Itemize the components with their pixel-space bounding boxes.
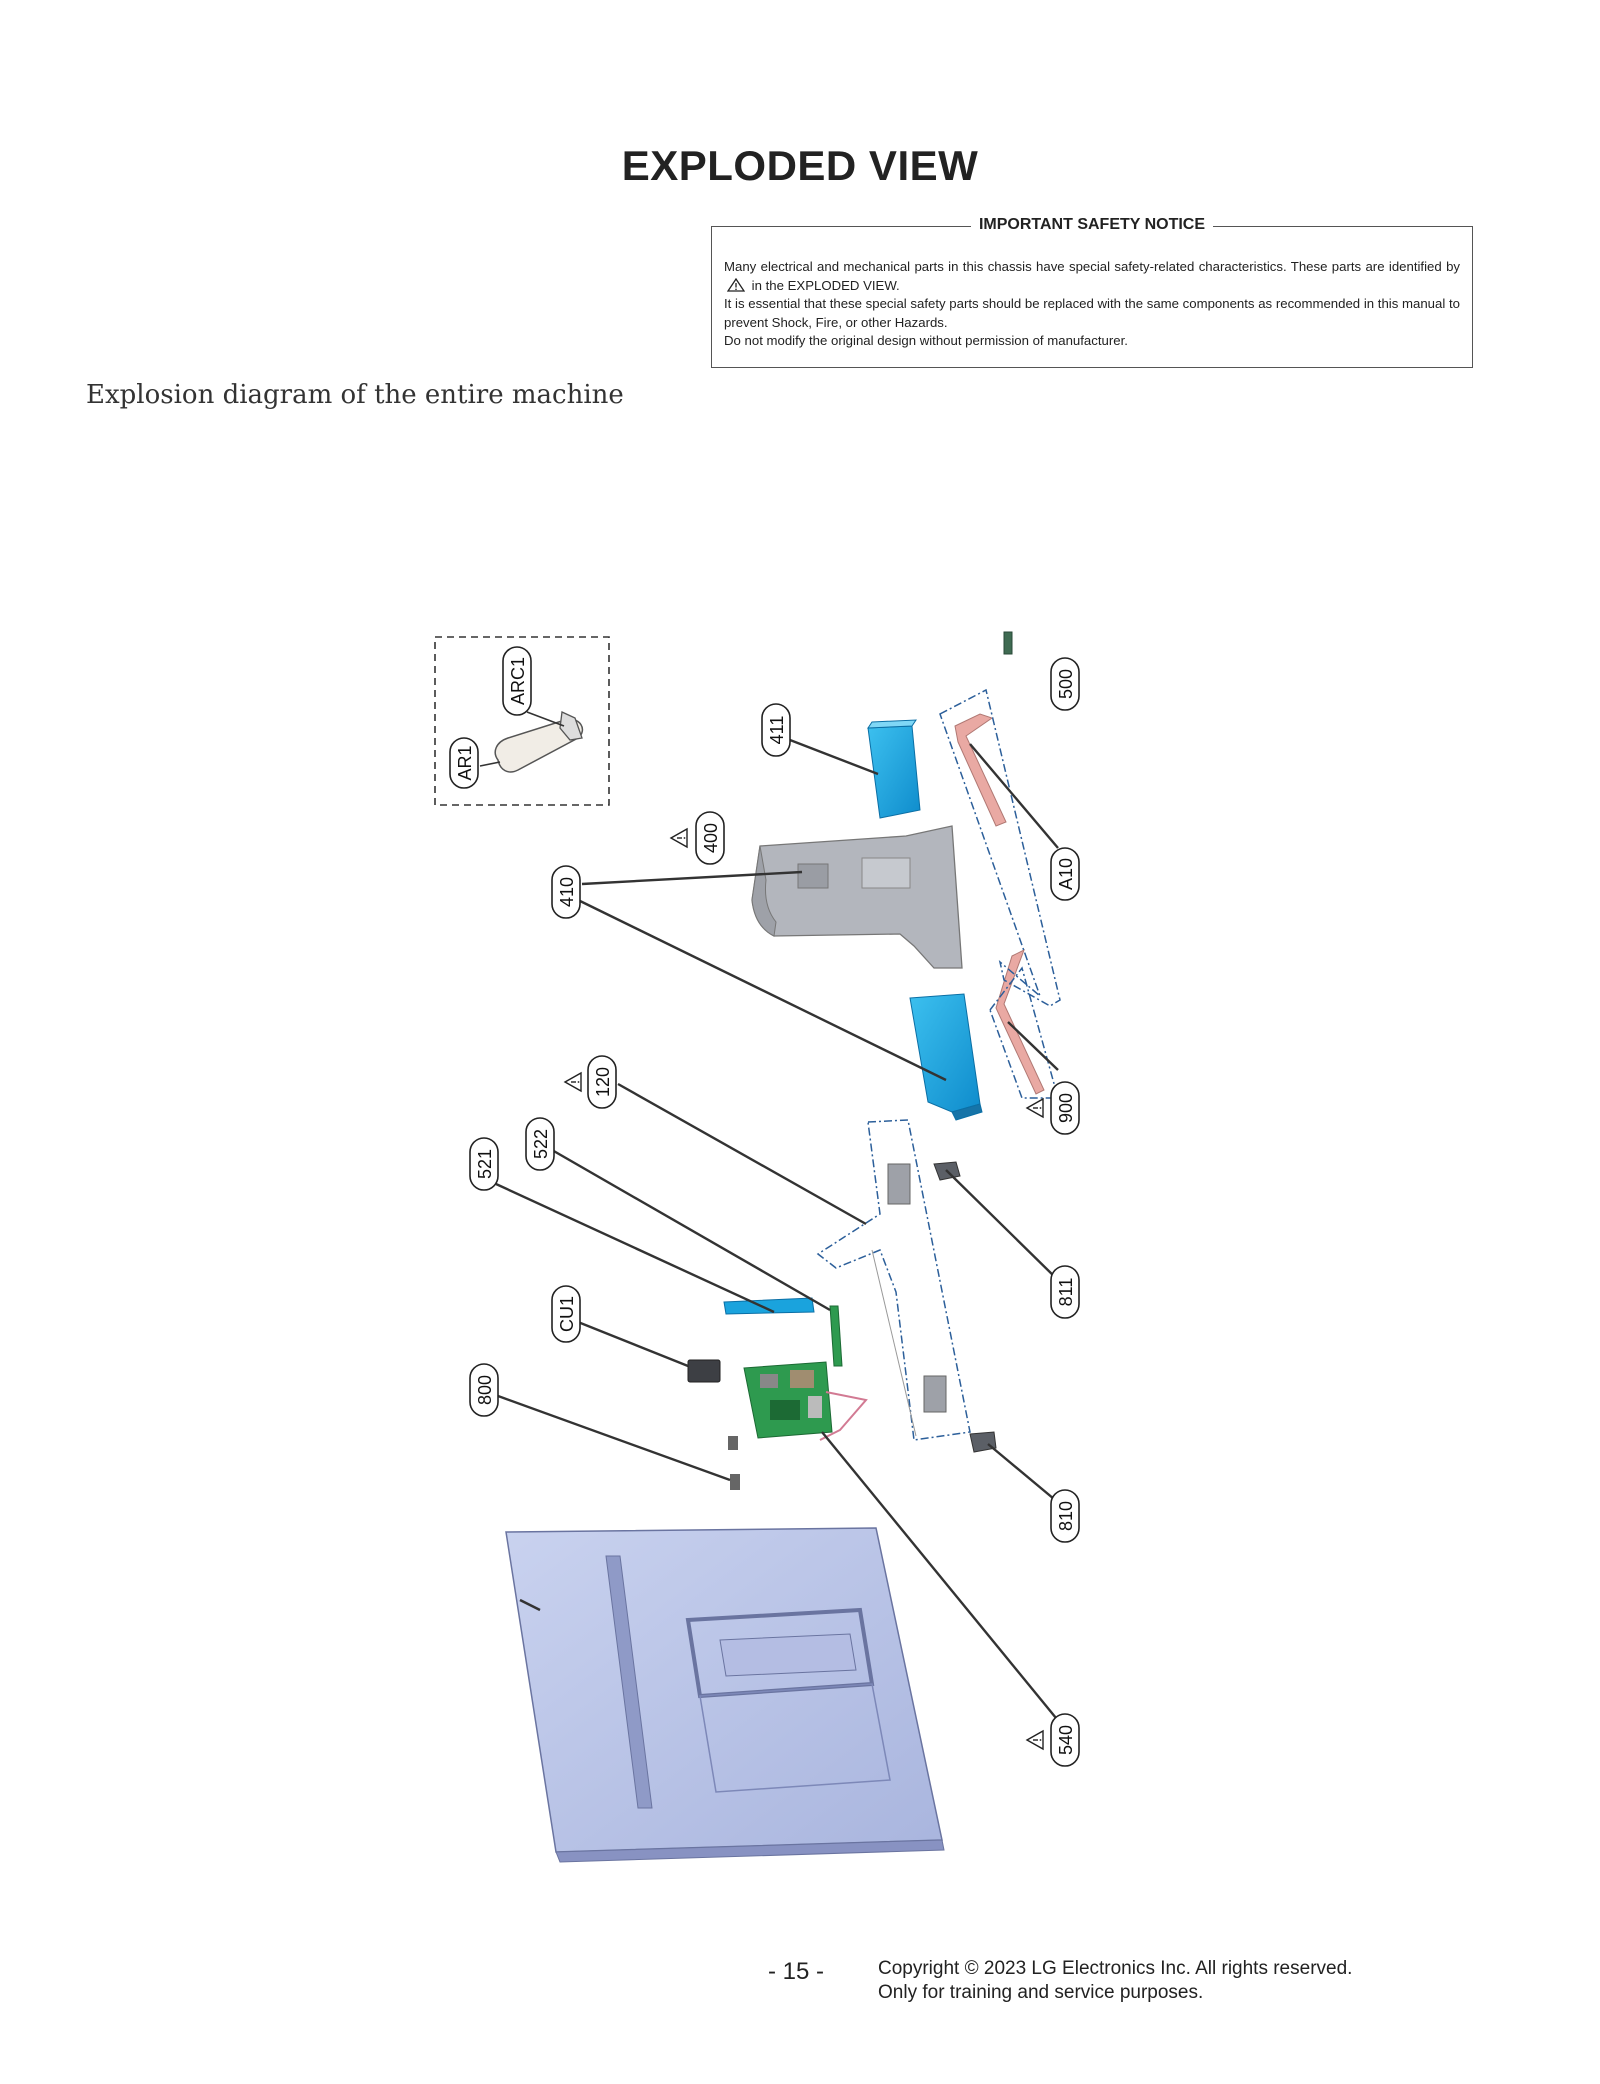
svg-text:410: 410	[557, 877, 577, 907]
module-cu1	[687, 1359, 721, 1383]
callout-500: 500	[1050, 657, 1080, 711]
board-frame-dashed	[816, 1119, 971, 1441]
safety-notice-box: IMPORTANT SAFETY NOTICE Many electrical …	[711, 216, 1473, 368]
callout-ARC1: ARC1	[502, 646, 532, 716]
notice-line3: Do not modify the original design withou…	[724, 333, 1128, 348]
callout-120: 120	[563, 1055, 617, 1109]
connector-500	[1003, 631, 1013, 655]
callout-900: 900	[1025, 1081, 1080, 1135]
svg-text:521: 521	[475, 1149, 495, 1179]
remote-control	[494, 718, 584, 773]
callout-400: 400	[669, 811, 725, 865]
svg-text:ARC1: ARC1	[508, 657, 528, 705]
copyright-line-2: Only for training and service purposes.	[878, 1982, 1204, 2003]
svg-text:A10: A10	[1056, 858, 1076, 890]
callout-CU1: CU1	[551, 1285, 581, 1343]
bracket-upper	[887, 1163, 911, 1205]
diagram-subtitle: Explosion diagram of the entire machine	[86, 380, 624, 410]
warning-triangle-icon	[563, 1071, 582, 1093]
copyright-block: Copyright © 2023 LG Electronics Inc. All…	[878, 1957, 1352, 2005]
screw-800a	[728, 1436, 738, 1450]
leader-lines	[495, 738, 1061, 1719]
svg-text:120: 120	[593, 1067, 613, 1097]
notice-line1-a: Many electrical and mechanical parts in …	[724, 259, 1460, 274]
safety-notice-body: Many electrical and mechanical parts in …	[724, 258, 1460, 351]
back-cover-400	[751, 825, 963, 969]
notice-line2: It is essential that these special safet…	[724, 296, 1460, 330]
bracket-lower	[923, 1375, 947, 1413]
svg-text:900: 900	[1056, 1093, 1076, 1123]
copyright-line-1: Copyright © 2023 LG Electronics Inc. All…	[878, 1958, 1353, 1979]
callout-800: 800	[469, 1363, 499, 1417]
svg-text:CU1: CU1	[557, 1296, 577, 1332]
callout-521: 521	[469, 1137, 499, 1191]
callout-410: 410	[551, 865, 581, 919]
svg-text:810: 810	[1056, 1501, 1076, 1531]
callout-522: 522	[525, 1117, 555, 1171]
cable-clip-810	[969, 1431, 997, 1453]
warning-triangle-icon	[727, 277, 745, 292]
svg-text:411: 411	[767, 716, 787, 745]
board-522	[829, 1305, 843, 1367]
callout-411: 411	[761, 703, 791, 757]
callout-810: 810	[1050, 1489, 1080, 1543]
warning-triangle-icon	[1025, 1097, 1044, 1119]
callout-A10: A10	[1050, 847, 1080, 901]
safety-notice-heading: IMPORTANT SAFETY NOTICE	[970, 216, 1214, 233]
notice-line1-b: in the EXPLODED VIEW.	[751, 277, 900, 293]
svg-text:AR1: AR1	[455, 745, 475, 780]
svg-text:400: 400	[701, 823, 721, 853]
callout-811: 811	[1050, 1265, 1080, 1319]
remote-control-group	[434, 636, 610, 806]
speaker-top	[867, 719, 921, 819]
display-panel	[505, 1527, 945, 1863]
speaker-bottom	[909, 993, 983, 1121]
warning-triangle-icon	[669, 827, 688, 849]
svg-text:522: 522	[531, 1129, 551, 1159]
callout-540: 540	[1025, 1713, 1080, 1767]
svg-text:811: 811	[1056, 1278, 1076, 1307]
main-board-540	[743, 1361, 868, 1441]
screw-800b	[730, 1474, 740, 1490]
svg-text:500: 500	[1056, 669, 1076, 699]
page-title: EXPLODED VIEW	[621, 142, 979, 189]
svg-text:540: 540	[1056, 1725, 1076, 1755]
svg-text:800: 800	[475, 1375, 495, 1405]
page-number: - 15 -	[768, 1958, 825, 1985]
warning-triangle-icon	[1025, 1729, 1044, 1751]
pcb-strip-521	[723, 1297, 815, 1315]
callout-AR1: AR1	[449, 737, 479, 789]
exploded-diagram: ARC1 AR1 411 500 400 A10 410 120	[434, 631, 1080, 1863]
